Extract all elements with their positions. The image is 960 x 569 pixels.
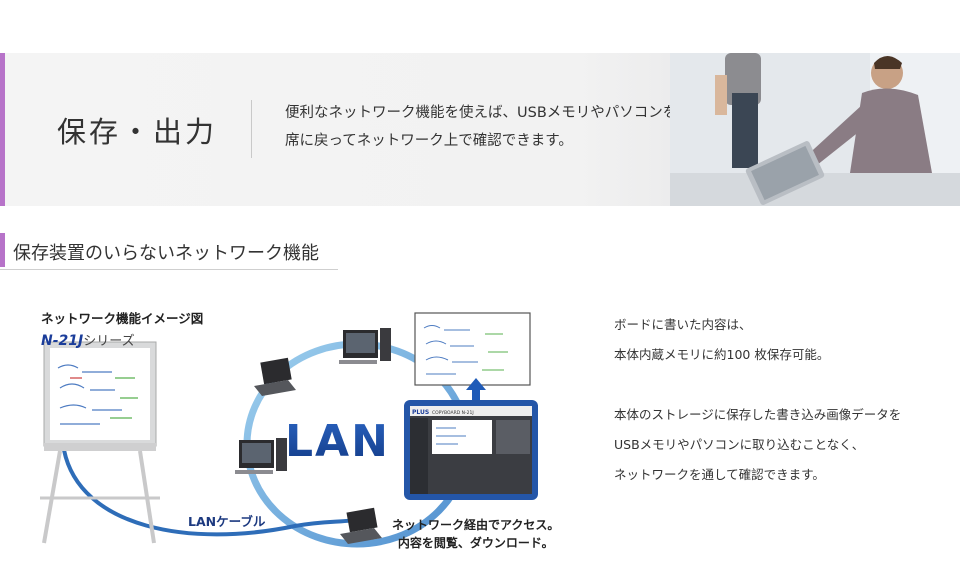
section-accent-bar	[0, 233, 5, 267]
feature-description: ボードに書いた内容は、 本体内蔵メモリに約100 枚保存可能。 本体のストレージ…	[614, 310, 901, 490]
upload-arrow	[466, 378, 486, 402]
lan-cable-label: LANケーブル	[188, 514, 266, 529]
banner-line-2: 席に戻ってネットワーク上で確認できます。	[285, 133, 573, 149]
network-diagram-graphic: LAN PLUS COPYBOARD N-21J	[40, 312, 538, 548]
lan-label: LAN	[285, 416, 390, 467]
copyboard-device	[40, 341, 160, 544]
section-heading-text: 保存装置のいらないネットワーク機能	[13, 243, 319, 264]
access-line-2: 内容を閲覧、ダウンロード。	[397, 536, 554, 550]
lan-cable	[62, 449, 361, 537]
access-caption: ネットワーク経由でアクセス。 内容を閲覧、ダウンロード。	[392, 516, 559, 552]
desc-line-5: ネットワークを通して確認できます。	[614, 467, 825, 482]
desc-line-2: 本体内蔵メモリに約100 枚保存可能。	[614, 347, 830, 362]
banner-accent-bar	[0, 53, 5, 206]
browser-screen	[404, 400, 538, 500]
banner-title: 保存・出力	[57, 115, 218, 149]
screen-brand: PLUS	[412, 409, 429, 416]
hero-banner: 保存・出力 便利なネットワーク機能を使えば、USBメモリやパソコンを持ち込む必要…	[0, 53, 960, 206]
desktop-pc-left	[235, 438, 287, 474]
paragraph-gap	[614, 370, 901, 400]
model-suffix: シリーズ	[83, 334, 135, 349]
laptop-left	[254, 357, 296, 396]
desc-line-4: USBメモリやパソコンに取り込むことなく、	[614, 437, 865, 452]
desc-line-3: 本体のストレージに保存した書き込み画像データを	[614, 407, 902, 422]
network-diagram: LAN PLUS COPYBOARD N-21J ネットワーク機能イメージ図 N…	[30, 298, 575, 560]
laptop-bottom	[340, 507, 382, 544]
diagram-model: N-21Jシリーズ	[41, 330, 135, 349]
access-line-1: ネットワーク経由でアクセス。	[392, 518, 560, 532]
section-heading: 保存装置のいらないネットワーク機能	[0, 233, 338, 270]
desktop-pc-top	[339, 328, 391, 364]
banner-divider	[251, 100, 252, 158]
model-number: N-21J	[41, 333, 84, 349]
screen-header: COPYBOARD N-21J	[432, 410, 474, 416]
desc-line-1: ボードに書いた内容は、	[614, 317, 752, 332]
diagram-title: ネットワーク機能イメージ図	[41, 311, 204, 326]
captured-image-thumbnail	[414, 312, 531, 386]
office-photo	[670, 53, 960, 206]
